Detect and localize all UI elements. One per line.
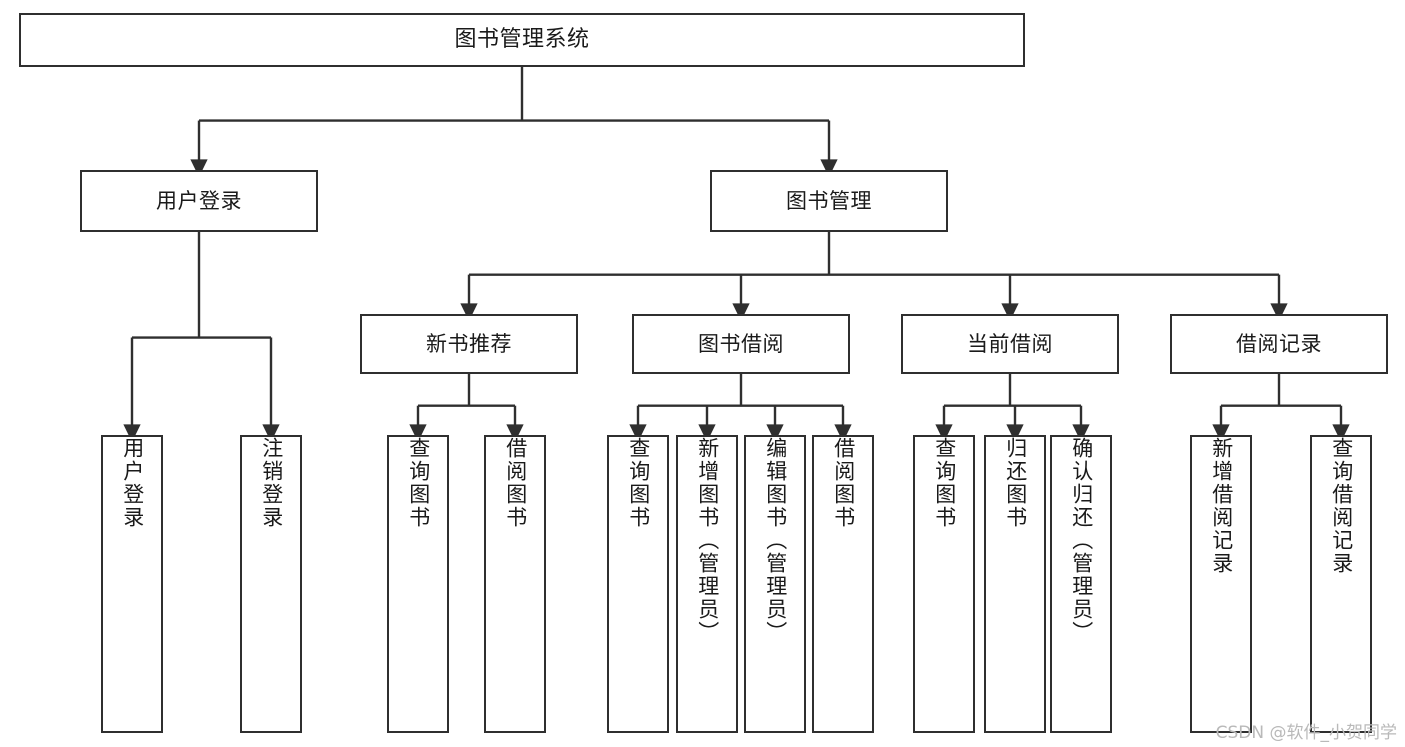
node-label: 查询图书 xyxy=(406,437,431,529)
node-label: 借阅记录 xyxy=(1236,331,1322,356)
node-current[interactable]: 当前借阅 xyxy=(901,314,1119,374)
node-l_login[interactable]: 用户登录 xyxy=(101,435,163,733)
node-l_borrow2[interactable]: 借阅图书 xyxy=(812,435,874,733)
node-l_edit[interactable]: 编辑图书（管理员） xyxy=(744,435,806,733)
node-newbook[interactable]: 新书推荐 xyxy=(360,314,578,374)
node-l_confirm[interactable]: 确认归还（管理员） xyxy=(1050,435,1112,733)
node-label: 新增借阅记录 xyxy=(1209,437,1234,575)
node-root[interactable]: 图书管理系统 xyxy=(19,13,1025,67)
node-label: 查询图书 xyxy=(626,437,651,529)
node-label: 查询借阅记录 xyxy=(1329,437,1354,575)
node-login[interactable]: 用户登录 xyxy=(80,170,318,232)
node-l_borrow1[interactable]: 借阅图书 xyxy=(484,435,546,733)
node-l_addrec[interactable]: 新增借阅记录 xyxy=(1190,435,1252,733)
node-label: 编辑图书（管理员） xyxy=(763,437,788,644)
node-label: 归还图书 xyxy=(1003,437,1028,529)
node-label: 注销登录 xyxy=(259,437,284,529)
node-l_return[interactable]: 归还图书 xyxy=(984,435,1046,733)
node-bookmgmt[interactable]: 图书管理 xyxy=(710,170,948,232)
node-label: 图书管理系统 xyxy=(454,27,590,53)
node-label: 当前借阅 xyxy=(967,331,1053,356)
node-label: 图书借阅 xyxy=(698,331,784,356)
node-label: 确认归还（管理员） xyxy=(1069,437,1094,644)
node-l_query2[interactable]: 查询图书 xyxy=(607,435,669,733)
node-l_add[interactable]: 新增图书（管理员） xyxy=(676,435,738,733)
node-label: 新书推荐 xyxy=(426,331,512,356)
node-l_queryrec[interactable]: 查询借阅记录 xyxy=(1310,435,1372,733)
node-label: 借阅图书 xyxy=(503,437,528,529)
node-label: 新增图书（管理员） xyxy=(695,437,720,644)
node-label: 用户登录 xyxy=(120,437,145,529)
node-borrow[interactable]: 图书借阅 xyxy=(632,314,850,374)
node-l_logout[interactable]: 注销登录 xyxy=(240,435,302,733)
watermark: CSDN @软件_小贺同学 xyxy=(1215,723,1397,743)
node-l_query1[interactable]: 查询图书 xyxy=(387,435,449,733)
node-label: 查询图书 xyxy=(932,437,957,529)
node-label: 图书管理 xyxy=(786,188,872,213)
node-label: 借阅图书 xyxy=(831,437,856,529)
node-label: 用户登录 xyxy=(156,188,242,213)
node-records[interactable]: 借阅记录 xyxy=(1170,314,1388,374)
node-l_query3[interactable]: 查询图书 xyxy=(913,435,975,733)
